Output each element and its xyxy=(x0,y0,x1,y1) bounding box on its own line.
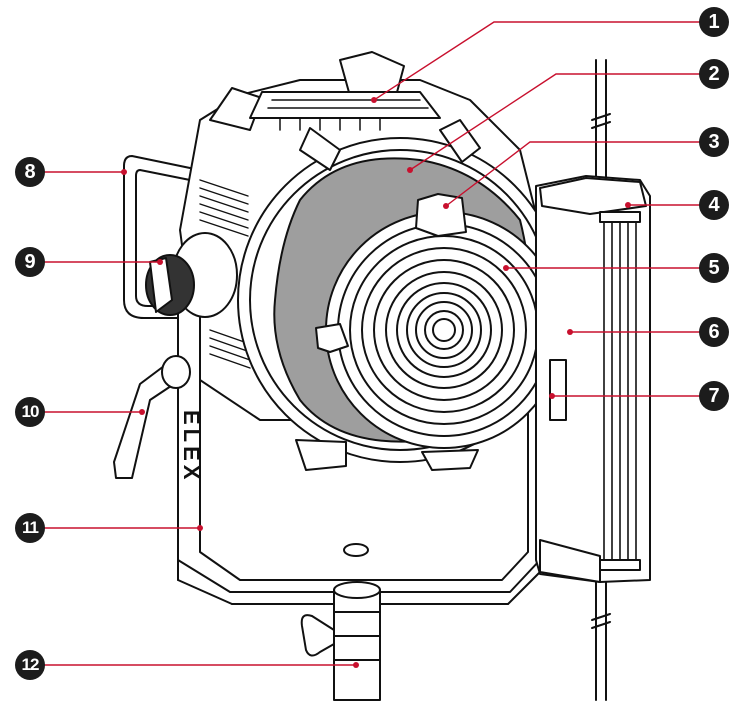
callout-badge-6: 6 xyxy=(699,317,729,347)
anchor-dot-9 xyxy=(157,259,163,265)
anchor-dot-4 xyxy=(625,202,631,208)
anchor-dot-3 xyxy=(443,203,449,209)
anchor-dot-12 xyxy=(353,662,359,668)
callout-badge-11: 11 xyxy=(15,513,45,543)
spigot-receiver xyxy=(300,543,381,701)
callout-badge-10: 10 xyxy=(15,397,45,427)
callout-badge-4: 4 xyxy=(699,190,729,220)
brand-text: ELEX xyxy=(179,410,204,483)
leader-line-3 xyxy=(445,141,714,207)
lens-clip-top xyxy=(415,193,467,237)
leader-line-1 xyxy=(373,21,714,101)
callout-badge-8: 8 xyxy=(15,157,45,187)
anchor-dot-2 xyxy=(407,167,413,173)
leader-line-2 xyxy=(409,73,714,171)
tilt-lock-knob xyxy=(145,232,238,318)
anchor-dot-10 xyxy=(139,409,145,415)
carry-handle xyxy=(123,155,191,319)
callout-badge-7: 7 xyxy=(699,381,729,411)
anchor-dot-7 xyxy=(549,393,555,399)
callout-badge-5: 5 xyxy=(699,253,729,283)
anchor-dot-1 xyxy=(371,97,377,103)
callout-badge-9: 9 xyxy=(15,247,45,277)
anchor-dot-8 xyxy=(121,169,127,175)
anchor-dot-5 xyxy=(503,265,509,271)
anchor-dot-11 xyxy=(197,525,203,531)
lens-clip-left xyxy=(315,323,349,353)
callout-badge-2: 2 xyxy=(699,59,729,89)
power-pack xyxy=(535,175,651,583)
fresnel-lens xyxy=(325,211,563,449)
anchor-dot-6 xyxy=(567,329,573,335)
callout-badge-3: 3 xyxy=(699,127,729,157)
callout-badge-12: 12 xyxy=(15,650,45,680)
callout-badge-1: 1 xyxy=(699,7,729,37)
